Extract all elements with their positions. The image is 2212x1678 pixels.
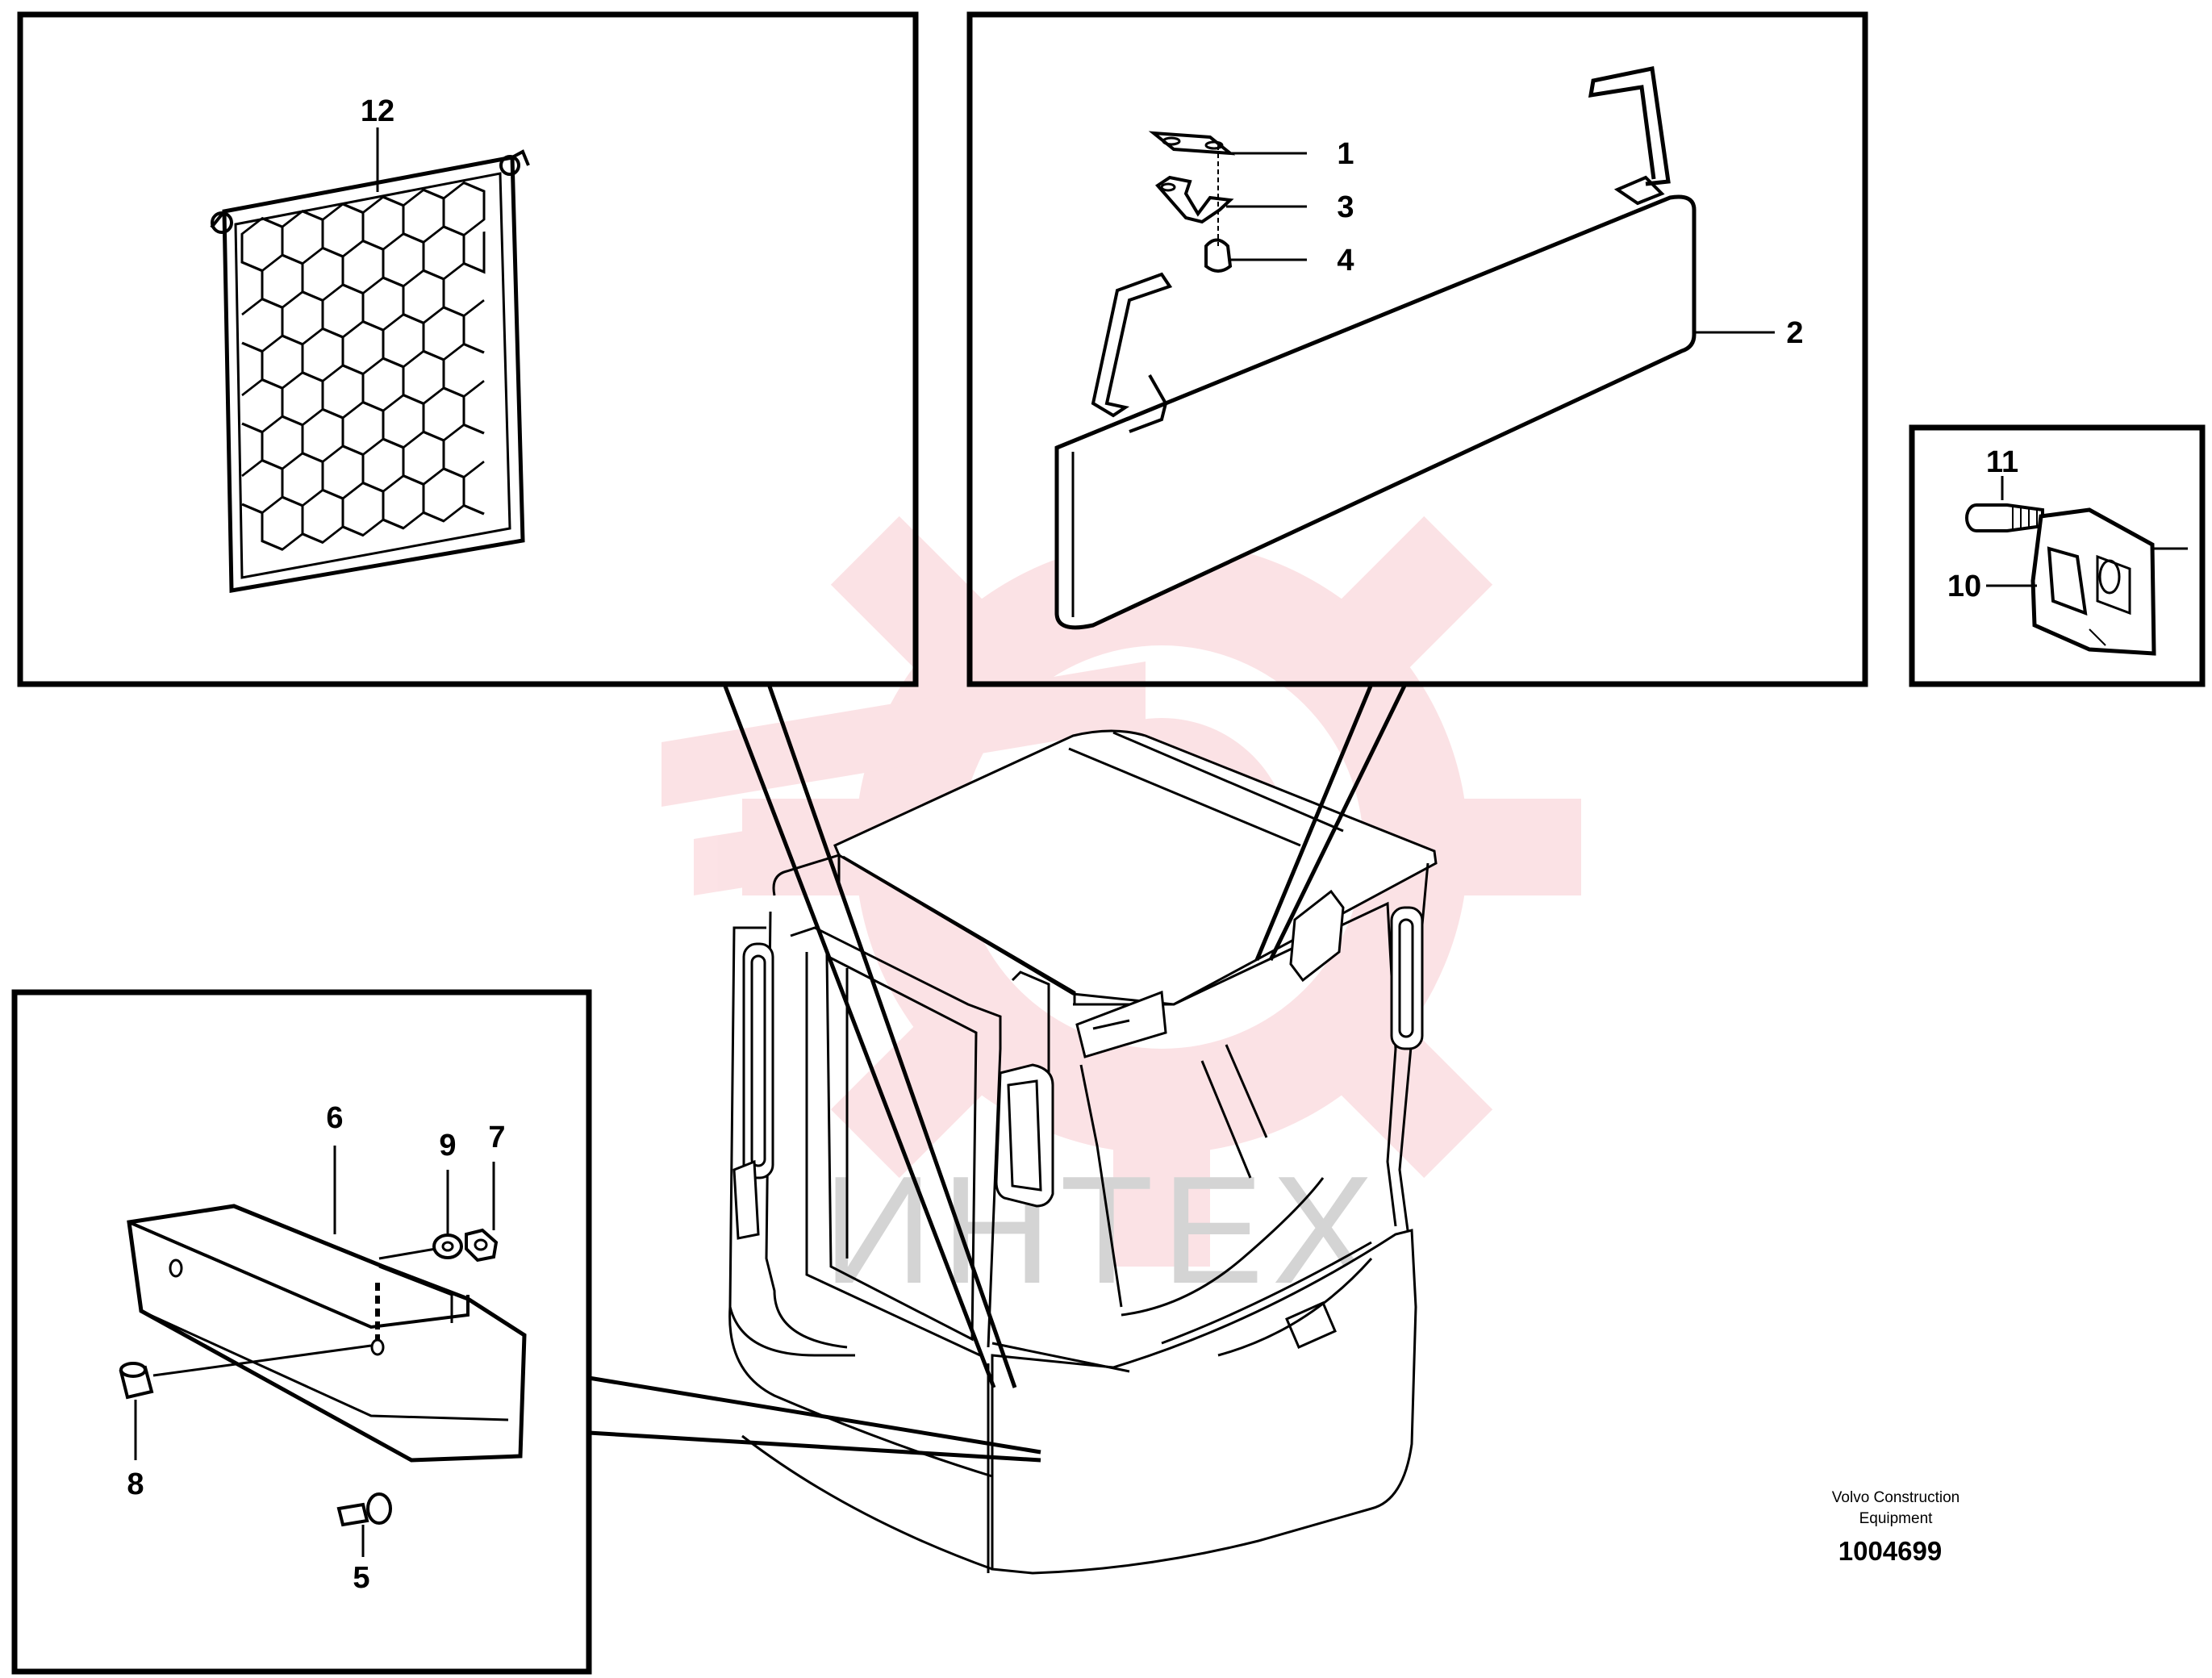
callout-2: 2 (1786, 316, 1803, 350)
callout-10: 10 (1947, 570, 1981, 603)
cab-drawing (728, 729, 1438, 1575)
callout-11: 11 (1986, 445, 2018, 479)
sun-visor (1054, 66, 1697, 630)
spacer-8 (119, 1362, 154, 1400)
callout-8: 8 (127, 1467, 144, 1501)
storage-net (210, 149, 530, 593)
panel-storage-net: 12 (17, 11, 919, 687)
callout-5: 5 (353, 1561, 369, 1595)
callout-1: 1 (1337, 137, 1354, 171)
storage-tray (127, 1204, 527, 1463)
watermark-text: ИНТЕХ (823, 1145, 1382, 1316)
callout-6: 6 (326, 1101, 343, 1135)
panel-storage-tray: 6 9 7 8 5 (11, 989, 592, 1675)
screw-5 (336, 1492, 392, 1527)
visor-bracket-3 (1154, 175, 1234, 224)
callout-3: 3 (1337, 190, 1354, 224)
panel-clip-screw: 11 10 (1909, 424, 2206, 687)
leader-lines (588, 682, 1408, 1463)
screw-11 (1965, 503, 2044, 532)
callout-9: 9 (439, 1129, 456, 1162)
clip-10 (2030, 507, 2156, 656)
visor-clip-1 (1148, 131, 1236, 156)
nut-7 (465, 1228, 499, 1263)
callout-12: 12 (361, 94, 394, 128)
net-mesh (240, 181, 486, 551)
visor-nut-4 (1204, 238, 1233, 273)
washer-9 (432, 1233, 463, 1259)
credit-line-1: Volvo Construction (1832, 1489, 1959, 1506)
panel-sun-visor: 1 3 4 2 (966, 11, 1868, 687)
credit-line-2: Equipment (1859, 1510, 1934, 1527)
drawing-number: 1004699 (1838, 1536, 1942, 1566)
callout-4: 4 (1337, 244, 1354, 278)
callout-7: 7 (488, 1121, 505, 1154)
